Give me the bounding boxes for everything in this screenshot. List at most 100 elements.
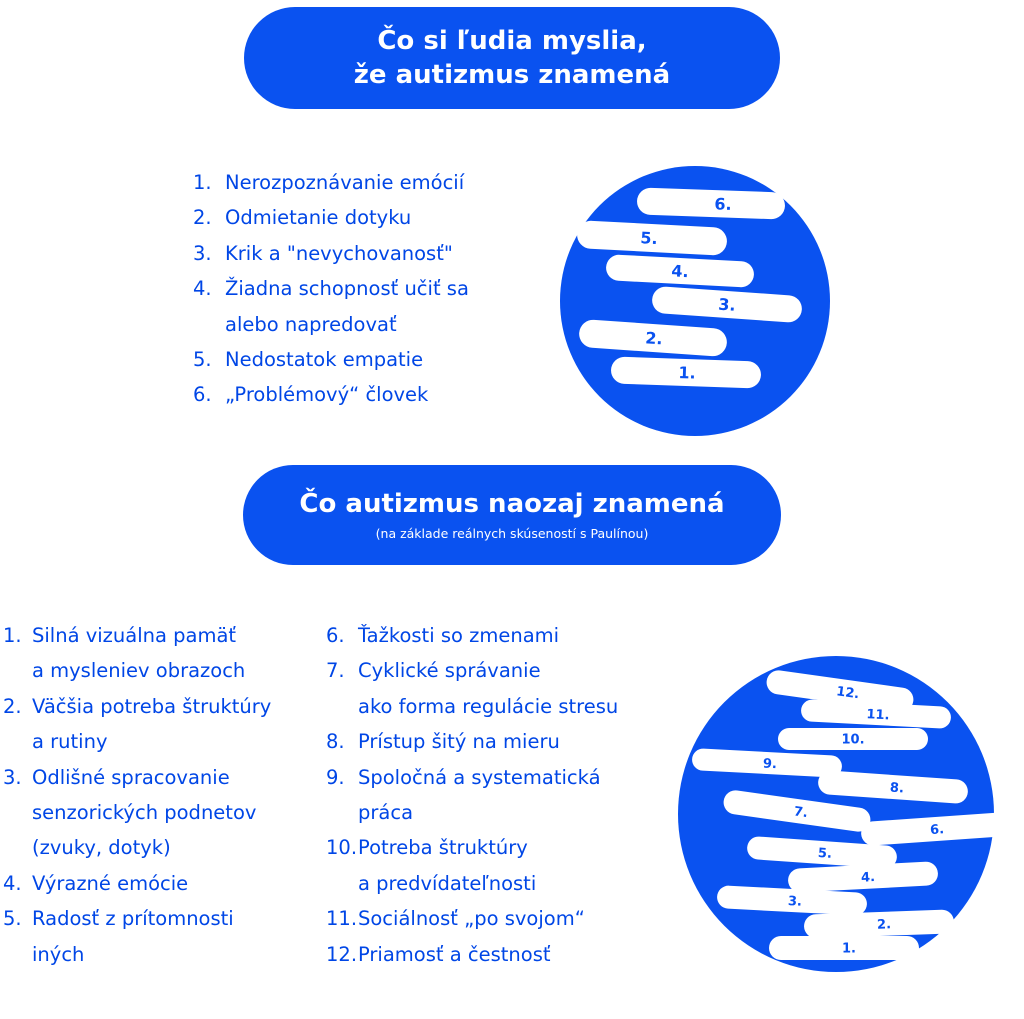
stack-bar-label: 1. (678, 363, 696, 383)
list-item-text: Odmietanie dotyku (225, 206, 412, 230)
stack-bar-label: 10. (841, 733, 864, 748)
section2-title-banner: Čo autizmus naozaj znamená (na základe r… (243, 465, 781, 565)
list-item: 3. Krik a "nevychovanosť" (193, 236, 469, 271)
stack-bar-shape (611, 356, 761, 389)
stack-bar: 6. (637, 187, 785, 220)
list-item-text: a mysleniev obrazoch (32, 659, 246, 683)
stack-bar: 6. (861, 812, 994, 846)
list-item: alebo napredovať (193, 307, 469, 342)
stack-bar-shape (579, 319, 727, 357)
stack-bar: 3. (717, 885, 867, 916)
list-item-number: 4. (193, 277, 212, 301)
list-item: senzorických podnetov (3, 795, 271, 830)
list-item: a predvídateľnosti (326, 866, 618, 901)
stack-bar: 5. (747, 836, 897, 869)
section1-title-line2: že autizmus znamená (353, 60, 671, 90)
list-item: 4. Výrazné emócie (3, 866, 271, 901)
list-item-text: Ťažkosti so zmenami (358, 624, 560, 647)
list-item-text: Krik a "nevychovanosť" (225, 241, 453, 265)
list-item-text: ako forma regulácie stresu (358, 694, 619, 718)
list-item: 5.Nedostatok empatie (193, 342, 469, 377)
list-item-number: 12. (326, 942, 358, 966)
stack-bar-shape (766, 670, 914, 712)
list-item-number: 7. (326, 659, 345, 683)
list-item-text: Priamosť a čestnosť (358, 942, 551, 966)
list-item-number: 3. (3, 765, 22, 789)
list-item-text: Odlišné spracovanie (32, 765, 230, 789)
list-item: 8.Prístup šitý na mieru (326, 724, 618, 759)
list-item: 4. Žiadna schopnosť učiť sa (193, 271, 469, 306)
list-item: 6. Ťažkosti so zmenami (326, 618, 618, 653)
facts-list-right: 6. Ťažkosti so zmenami 7.Cyklické správani… (326, 618, 618, 972)
list-item-text: (zvuky, dotyk) (32, 836, 171, 860)
list-item-text: Väčšia potreba štruktúry (32, 694, 272, 718)
stack-bar-shape (723, 790, 871, 832)
list-item-text: Spoločná a systematická (358, 765, 601, 789)
list-item-text: iných (32, 942, 85, 966)
list-item-number: 3. (193, 241, 212, 265)
section1-title-line1: Čo si ľudia myslia, (377, 26, 647, 56)
stack-bar-label: 6. (930, 822, 945, 838)
stack-bar-label: 6. (714, 194, 732, 214)
stack-bar-shape (788, 861, 938, 893)
list-item-text: práca (358, 801, 414, 825)
section2-subtitle: (na základe reálnych skúseností s Paulín… (375, 526, 649, 541)
stack-bar-shape (652, 286, 802, 323)
list-item-number: 1. (193, 171, 212, 194)
list-item-number: 9. (326, 765, 345, 789)
list-item-text: a predvídateľnosti (358, 871, 537, 895)
stack-bar-label: 9. (763, 756, 778, 772)
list-item-number: 1. (3, 624, 22, 647)
list-item-number: 5. (3, 907, 22, 931)
list-item: 7.Cyklické správanie (326, 653, 618, 688)
stack-bar-label: 3. (718, 295, 737, 315)
stack-bar: 4. (606, 254, 754, 288)
list-item-text: senzorických podnetov (32, 801, 257, 825)
list-item-number: 2. (3, 694, 22, 718)
list-item-number: 5. (193, 348, 212, 372)
stack-bar-shape (717, 885, 867, 916)
stack-bar-shape (778, 728, 928, 750)
stack-bar: 10. (778, 728, 928, 750)
list-item: 5. Radosť z prítomnosti (3, 901, 271, 936)
list-item-number: 10. (326, 836, 358, 860)
list-item-text: alebo napredovať (225, 312, 397, 336)
stack-bar: 8. (818, 770, 968, 804)
section1-title-banner: Čo si ľudia myslia, že autizmus znamená (244, 7, 780, 109)
list-item-text: „Problémový“ človek (225, 383, 429, 407)
stack-bar: 1. (769, 936, 919, 960)
stack-bar-label: 2. (645, 328, 664, 348)
list-item-text: Prístup šitý na mieru (358, 730, 560, 754)
list-item-number: 4. (3, 871, 22, 895)
list-item-number: 6. (326, 624, 345, 647)
list-item-number: 2. (193, 206, 212, 230)
stack-bar-shape (769, 936, 919, 960)
list-item-text: Žiadna schopnosť učiť sa (225, 277, 469, 301)
list-item: a mysleniev obrazoch (3, 653, 271, 688)
list-item-text: Silná vizuálna pamäť (32, 624, 237, 647)
list-item: 2. Väčšia potreba štruktúry (3, 689, 271, 724)
facts-list-left: 1. Silná vizuálna pamäť a mysleniev obrazo… (3, 618, 271, 972)
stack-bar: 5. (577, 220, 727, 256)
stack-bar-shape (747, 836, 897, 869)
stack-bar-shape (606, 254, 754, 288)
list-item-number: 11. (326, 907, 358, 931)
stack-bar-label: 4. (671, 261, 689, 281)
stack-bar-shape (818, 770, 968, 804)
stack-bar: 4. (788, 861, 938, 893)
list-item: (zvuky, dotyk) (3, 830, 271, 865)
stack-bar-label: 12. (835, 684, 860, 702)
list-item-text: Radosť z prítomnosti (32, 907, 234, 931)
list-item-text: Výrazné emócie (32, 871, 189, 895)
stack-bar-label: 5. (817, 846, 832, 862)
stack-bar: 11. (801, 699, 951, 729)
stack-bar-shape (692, 748, 842, 778)
list-item-text: a rutiny (32, 730, 108, 754)
stack-bar-label: 1. (842, 942, 856, 957)
stack-bar: 9. (692, 748, 842, 778)
section2-title: Čo autizmus naozaj znamená (299, 489, 725, 519)
stack-bar-label: 3. (788, 894, 803, 910)
list-item-text: Sociálnosť „po svojom“ (358, 907, 585, 931)
list-item: práca (326, 795, 618, 830)
